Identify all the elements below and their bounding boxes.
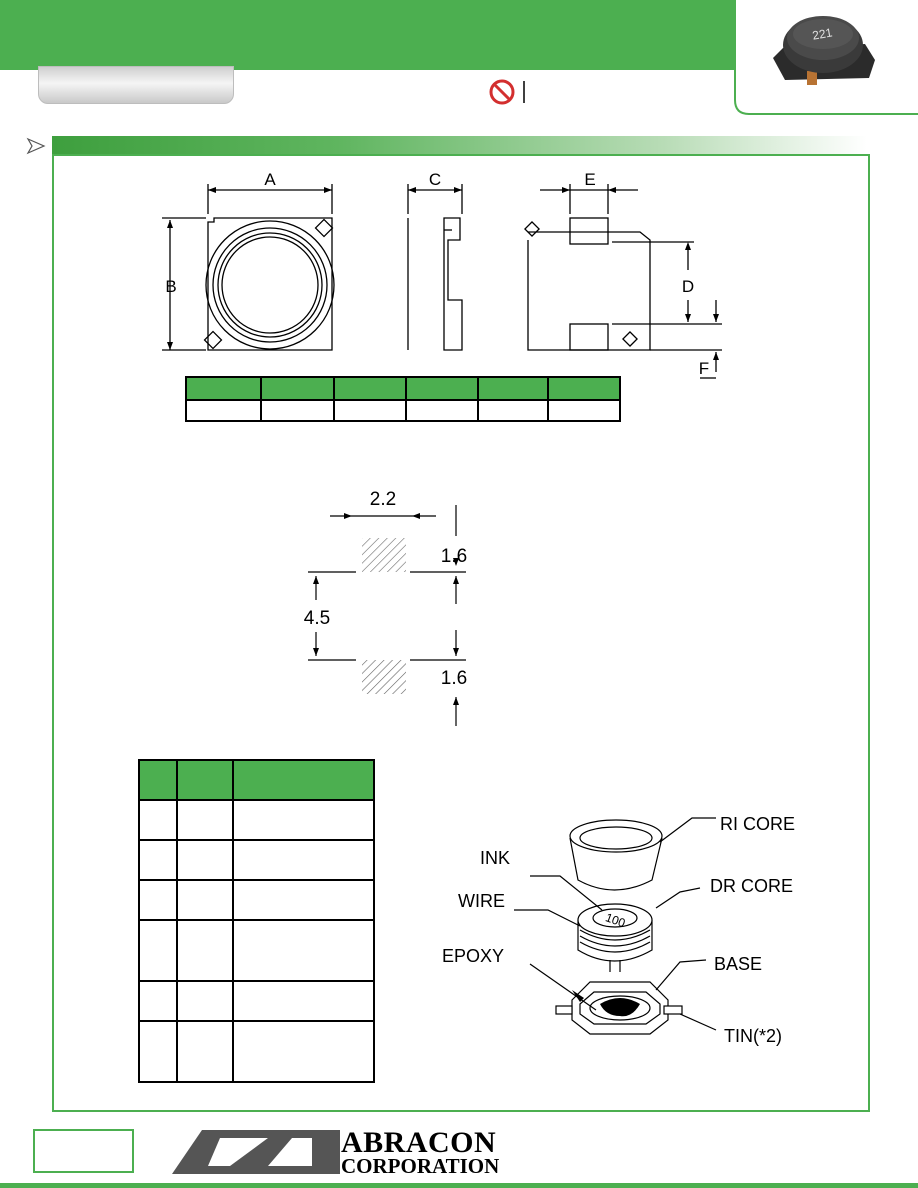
ink-label: INK — [480, 848, 510, 868]
photo-marking: 221 — [811, 25, 833, 42]
header-tab — [38, 66, 234, 104]
table-header-row — [138, 759, 375, 801]
label-b: B — [165, 277, 176, 296]
header-corner-frame: 221 — [734, 0, 918, 115]
core-marking: 100 — [604, 910, 628, 930]
table-row — [138, 980, 375, 1022]
epoxy-label: EPOXY — [442, 946, 504, 966]
header-bar — [0, 0, 735, 70]
ri-core-label: RI CORE — [720, 814, 795, 834]
content-frame — [52, 154, 870, 1112]
land-width-label: 2.2 — [370, 489, 396, 510]
tin-label: TIN(*2) — [724, 1026, 782, 1046]
land-gap-label: 4.5 — [304, 608, 330, 629]
table-header-row — [185, 376, 621, 401]
dr-core-label: DR CORE — [710, 876, 793, 896]
label-f: F — [699, 359, 709, 378]
logo-name: ABRACON — [341, 1126, 497, 1159]
section-bar — [52, 136, 867, 156]
label-a: A — [264, 170, 276, 189]
land-pad-bottom-label: 1.6 — [441, 668, 467, 689]
table-row — [138, 1020, 375, 1083]
land-pad-top-label: 1.6 — [441, 546, 467, 567]
dimension-drawing: A B C D E F — [162, 170, 722, 379]
footer-line — [0, 1183, 918, 1188]
table-row — [185, 399, 621, 422]
base-label: BASE — [714, 954, 762, 974]
exploded-view-drawing: 100 RI CORE INK DR CORE WIRE EPOXY BASE … — [442, 814, 795, 1046]
page-number-box — [33, 1129, 134, 1173]
land-pattern-drawing: 2.2 1.6 4.5 1.6 — [304, 489, 467, 726]
product-photo: 221 — [773, 16, 875, 85]
table-row — [138, 839, 375, 881]
table-row — [138, 919, 375, 982]
material-table — [138, 759, 375, 1083]
wire-label: WIRE — [458, 891, 505, 911]
section-arrow-icon — [26, 137, 46, 155]
table-row — [138, 879, 375, 921]
label-c: C — [429, 170, 441, 189]
dimension-table — [185, 376, 621, 422]
label-d: D — [682, 277, 694, 296]
abracon-logo-icon — [172, 1130, 340, 1174]
table-row — [138, 799, 375, 841]
logo-corporation: CORPORATION — [341, 1154, 500, 1178]
label-e: E — [584, 170, 595, 189]
no-entry-icon — [489, 79, 525, 105]
